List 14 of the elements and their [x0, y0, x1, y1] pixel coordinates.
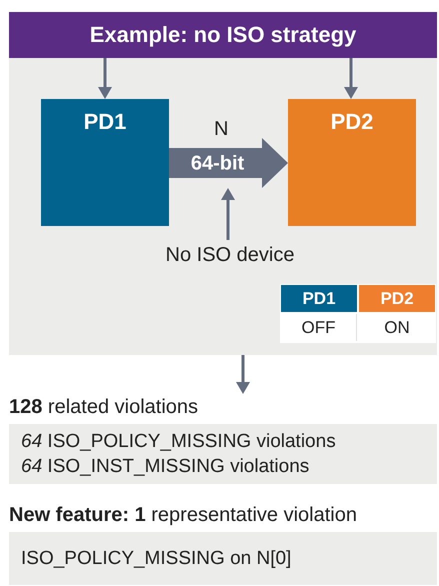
table-header-cell: PD1	[281, 285, 357, 312]
domain-box: PD1	[41, 99, 169, 226]
table-header-cell: PD2	[359, 285, 435, 312]
violation-text: ISO_POLICY_MISSING on N[0]	[21, 547, 292, 571]
panel-background	[9, 58, 437, 355]
header-band: Example: no ISO strategy	[9, 12, 437, 58]
signal-name: N	[214, 118, 228, 141]
device-label: No ISO device	[140, 240, 320, 270]
summary-heading: 128 related violations	[9, 396, 198, 419]
violation-text: 64 ISO_INST_MISSING violations	[21, 455, 310, 479]
edge-label: 64-bit	[190, 152, 244, 176]
violation-text: 64 ISO_POLICY_MISSING violations	[21, 430, 337, 454]
domain-box: PD2	[288, 99, 416, 226]
summary-heading: New feature: 1 representative violation	[9, 504, 357, 527]
